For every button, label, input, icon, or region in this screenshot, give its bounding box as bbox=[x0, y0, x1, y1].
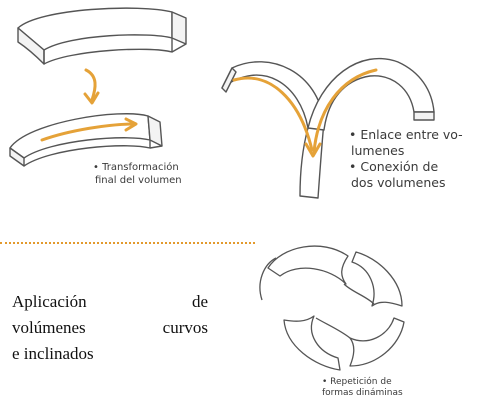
caption-line: volúmenes curvos bbox=[12, 318, 208, 337]
caption-line: e inclinados bbox=[12, 344, 94, 363]
enlace-note-line: lumenes bbox=[351, 143, 405, 158]
enlace-note-line: dos volumenes bbox=[351, 175, 446, 190]
transform-note: • Transformación final del volumen bbox=[93, 161, 182, 187]
transform-note-line: final del volumen bbox=[95, 175, 182, 186]
enlace-note-line: • Conexión de bbox=[349, 159, 439, 174]
repeticion-note: • Repetición de formas dináminas bbox=[322, 377, 403, 399]
down-arrow-icon bbox=[84, 68, 97, 102]
transformed-volume-sketch bbox=[9, 113, 163, 167]
enlace-note: • Enlace entre vo- lumenes • Conexión de… bbox=[349, 127, 463, 191]
down-arrow-head-icon bbox=[83, 91, 100, 105]
transform-note-line: • Transformación bbox=[93, 162, 179, 173]
repeticion-note-line: • Repetición de bbox=[322, 377, 392, 387]
link-arrow-head-icon bbox=[304, 142, 322, 158]
repeticion-note-line: formas dináminas bbox=[322, 388, 403, 398]
transform-arrow-head-icon bbox=[124, 117, 138, 132]
transform-arrow-icon bbox=[40, 122, 136, 142]
enlace-note-line: • Enlace entre vo- bbox=[349, 127, 463, 142]
caption-line: Aplicación de bbox=[12, 292, 208, 311]
link-arrow-2-icon bbox=[312, 68, 378, 154]
caption-text: Aplicación de volúmenes curvos e inclina… bbox=[12, 289, 208, 367]
section-divider bbox=[0, 242, 255, 244]
link-arrow-icon bbox=[232, 76, 314, 152]
initial-volume-sketch bbox=[17, 7, 187, 65]
spiral-forms-sketch bbox=[259, 245, 405, 371]
